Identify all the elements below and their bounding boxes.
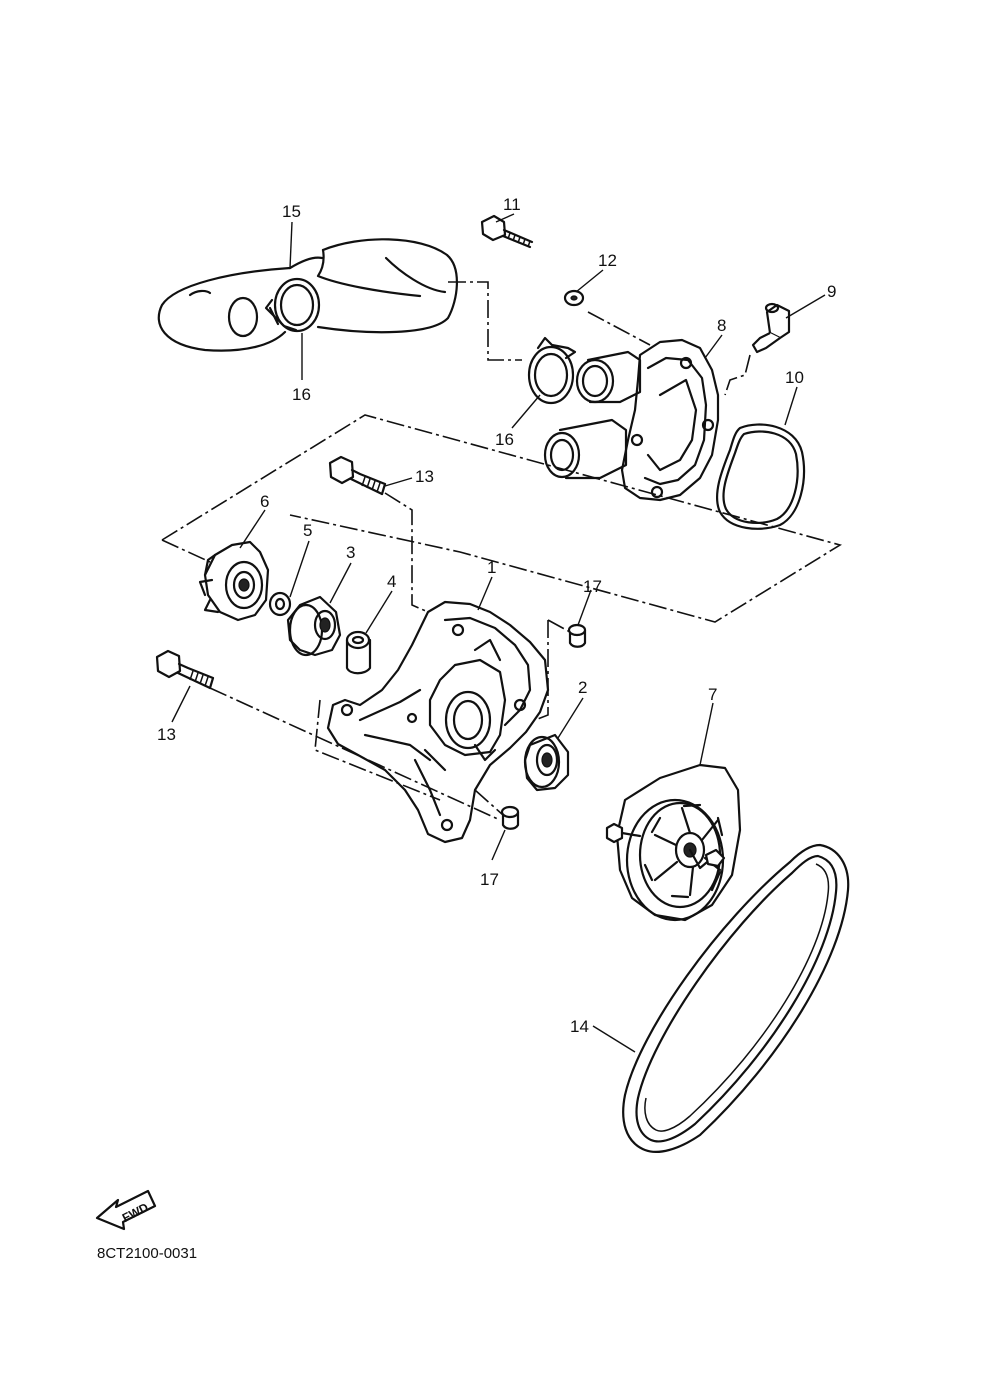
- label-7: 7: [708, 685, 717, 704]
- bolt-bottom-part-13: [155, 649, 215, 690]
- label-17-bottom: 17: [480, 870, 499, 889]
- label-3: 3: [346, 543, 355, 562]
- elbow-fitting-part-9: [751, 302, 791, 354]
- label-17-top: 17: [583, 577, 602, 596]
- label-4: 4: [387, 572, 396, 591]
- label-5: 5: [303, 521, 312, 540]
- fwd-arrow-icon: FWD: [95, 1189, 157, 1231]
- label-13-bottom: 13: [157, 725, 176, 744]
- assembly-reference-lines: [161, 281, 842, 821]
- label-13-top: 13: [415, 467, 434, 486]
- label-11: 11: [503, 195, 521, 214]
- dowel-pin-top-part-17: [567, 623, 587, 648]
- collar-part-4: [345, 630, 372, 675]
- callout-labels: 15 16 11 12 9 8 10 16 13 6 5 3 4 1 17 2 …: [157, 195, 836, 1036]
- pump-housing-part-1: [326, 600, 550, 844]
- v-belt-part-14: [622, 843, 850, 1153]
- hose-clamp-right-part-16: [527, 336, 577, 405]
- dowel-pin-bottom-part-17: [500, 805, 520, 830]
- label-14: 14: [570, 1017, 589, 1036]
- label-6: 6: [260, 492, 269, 511]
- label-16-left: 16: [292, 385, 311, 404]
- o-ring-part-10: [716, 423, 806, 530]
- pulley-part-7: [605, 763, 742, 922]
- label-9: 9: [827, 282, 836, 301]
- washer-part-12: [563, 289, 585, 307]
- hose-clamp-left-part-16: [264, 277, 321, 333]
- impeller-part-6: [198, 540, 270, 622]
- pump-cover-part-8: [543, 338, 720, 502]
- leader-lines: [171, 213, 826, 1053]
- label-2: 2: [578, 678, 587, 697]
- bearing-part-2: [523, 733, 570, 792]
- bolt-part-11: [480, 214, 534, 249]
- label-12: 12: [598, 251, 617, 270]
- label-15: 15: [282, 202, 301, 221]
- hose-part-15: [157, 238, 458, 352]
- label-1: 1: [487, 558, 496, 577]
- label-10: 10: [785, 368, 804, 387]
- seal-part-3: [286, 595, 342, 657]
- diagram-code: 8CT2100-0031: [97, 1245, 197, 1262]
- washer-part-5: [268, 591, 292, 617]
- bolt-top-part-13: [328, 455, 387, 496]
- label-8: 8: [717, 316, 726, 335]
- label-16-right: 16: [495, 430, 514, 449]
